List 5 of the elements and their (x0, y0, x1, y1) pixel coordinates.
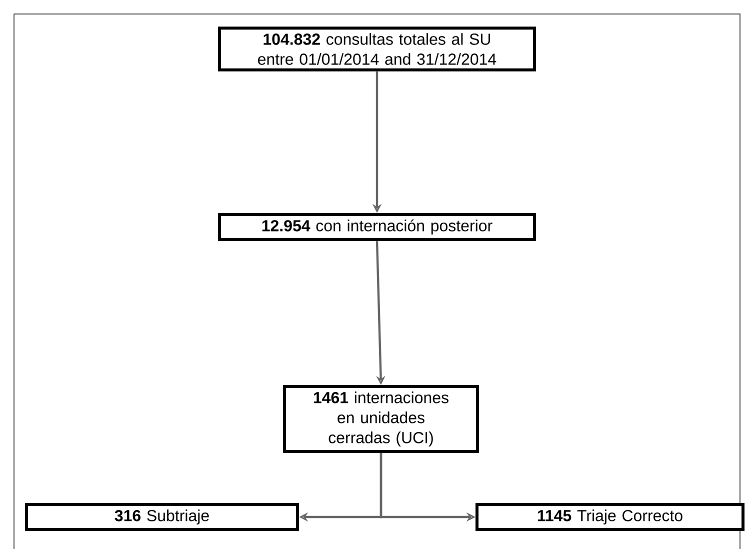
text-box: 12.954 con internación posterior (218, 212, 536, 242)
text-box: 1145 Triaje Correcto (476, 503, 744, 531)
text-box: 104.832 consultas totales al SU entre 01/01/2014 and 31/12/2014 (218, 26, 536, 72)
text-box: 1461 internaciones en unidades cerradas (UCI) (283, 385, 479, 453)
text-box: 316 Subtriaje (25, 503, 299, 531)
